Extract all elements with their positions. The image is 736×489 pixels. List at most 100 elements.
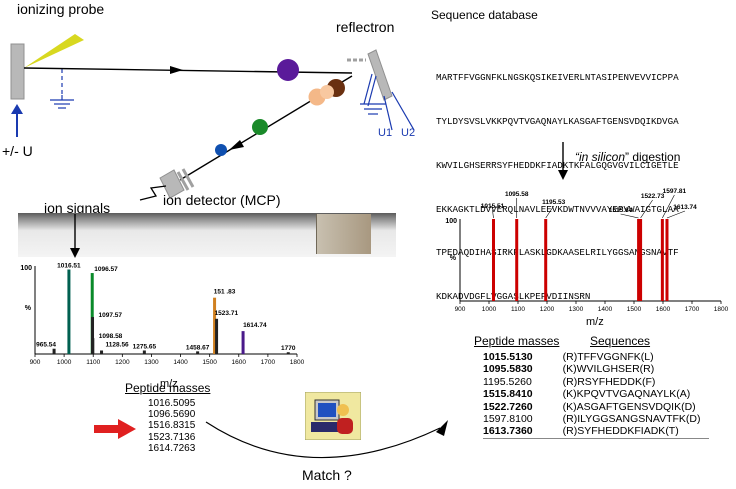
- reflectron-mirror: [367, 49, 393, 101]
- right-xlabel: m/z: [586, 316, 604, 328]
- x-tick-label: 1000: [482, 306, 497, 313]
- peak-bar: [90, 273, 94, 354]
- peak-label: 1016.51: [57, 263, 81, 270]
- signal-zigzag-icon: [139, 185, 167, 201]
- x-tick-label: 1300: [144, 359, 159, 366]
- peptide-table: 1015.5130 (R)TFFVGGNFK(L)1095.5830(K)WVIL…: [483, 351, 709, 439]
- ion-peach-2: [320, 85, 334, 99]
- table-row: 1597.8100(R)ILYGGSANGSNAVTFK(D): [483, 413, 709, 425]
- reflectron-label: reflectron: [336, 19, 395, 35]
- peak-label: 1275.65: [133, 343, 157, 350]
- peptide-mass-cell: 1597.8100: [483, 413, 533, 426]
- database-title: Sequence database: [431, 8, 538, 22]
- x-tick-label: 1500: [627, 306, 642, 313]
- table-row: 1195.5260 (R)RSYFHEDDK(F): [483, 376, 709, 388]
- peak-bar: [91, 317, 95, 354]
- probe-label: ionizing probe: [17, 1, 105, 17]
- computer-icon: [305, 392, 361, 440]
- photo-strip-box: [316, 214, 371, 254]
- peak-label: 1098.58: [99, 333, 123, 340]
- table-row: 1522.7260 (K)ASGAFTGENSVDQIK(D): [483, 401, 709, 413]
- peptide-mass-cell: 1613.7360: [483, 425, 541, 439]
- peak-label-line: [666, 210, 686, 219]
- peak-label: 1096.57: [94, 266, 118, 273]
- x-tick-label: 1200: [115, 359, 130, 366]
- peptide-mass-cell: 1095.5830: [483, 363, 533, 376]
- x-tick-label: 900: [455, 306, 466, 313]
- sequence-line: MARTFFVGGNFKLNGSKQSIKEIVERLNTASIPENVEVVI…: [436, 72, 679, 84]
- x-tick-label: 1600: [232, 359, 247, 366]
- peak-bar: [515, 219, 519, 301]
- peak-bar: [100, 350, 104, 354]
- x-tick-label: 1100: [86, 359, 100, 366]
- peak-label: 1770: [281, 345, 296, 352]
- match-curve: [205, 420, 448, 459]
- ion-blue: [215, 144, 227, 156]
- peak-bar: [142, 350, 146, 354]
- peptide-sequence-cell: (K)ASGAFTGENSVDQIK(D): [562, 400, 696, 413]
- peak-bar: [637, 219, 641, 301]
- digestion-label: “in silicon” digestion: [575, 150, 680, 164]
- sequence-line: EKKAGKTLDVVERQLNAVLEEVKDWTNVVVAYEPVWAIGT…: [436, 203, 679, 215]
- signals-label: ion signals: [44, 200, 111, 216]
- peak-bar: [665, 219, 669, 301]
- mass-value: 1096.5690: [148, 409, 196, 421]
- probe-laser-icon: [24, 34, 84, 68]
- left-xlabel: m/z: [160, 378, 178, 390]
- mass-value: 1516.8315: [148, 420, 196, 432]
- peptide-masses-header: Peptide masses: [125, 381, 211, 395]
- peak-bar: [639, 219, 643, 301]
- peak-label-line: [545, 205, 554, 219]
- ion-purple: [277, 59, 299, 81]
- mass-value: 1614.7263: [148, 442, 196, 454]
- peak-label: 1515.84: [609, 207, 633, 214]
- sequence-block: MARTFFVGGNFKLNGSKQSIKEIVERLNTASIPENVEVVI…: [436, 42, 679, 319]
- mass-value: 1016.5095: [148, 398, 196, 409]
- peptide-mass-cell: 1515.8410: [483, 388, 533, 401]
- peak-label: 1458.67: [186, 344, 210, 351]
- peak-label: 1015.51: [481, 203, 505, 210]
- y-max-label: 100: [20, 265, 32, 272]
- ground-icon: [50, 95, 74, 109]
- peak-label-line: [492, 209, 494, 219]
- x-tick-label: 1000: [57, 359, 72, 366]
- u1-label: U1: [378, 127, 393, 139]
- peak-label: 1523.71: [215, 310, 239, 317]
- peak-bar: [660, 219, 664, 301]
- x-tick-label: 1600: [656, 306, 671, 313]
- peak-bar: [52, 348, 56, 354]
- x-tick-label: 1300: [569, 306, 584, 313]
- table-row: 1515.8410(K)KPQVTVGAQNAYLK(A): [483, 388, 709, 400]
- table-row: 1095.5830(K)WVILGHSER(R): [483, 363, 709, 375]
- red-arrow-icon: [94, 419, 136, 439]
- peak-bar: [241, 331, 245, 354]
- peptide-sequence-cell: (R)RSYFHEDDK(F): [562, 375, 656, 388]
- peak-label-line: [662, 194, 675, 219]
- mass-value: 1523.7136: [148, 431, 196, 443]
- sequence-line: KDKADVDGFLVGGASLKPEFVDIINSRN: [436, 291, 591, 303]
- peak-bar: [286, 352, 290, 354]
- x-tick-label: 1700: [685, 306, 700, 313]
- peak-label: 1597.81: [663, 188, 687, 195]
- peak-label: 1095.58: [505, 191, 529, 198]
- peak-bar: [67, 269, 71, 354]
- ion-detector: [159, 168, 195, 199]
- peptide-sequence-cell: (R)TFFVGGNFK(L): [562, 351, 654, 363]
- x-tick-label: 1200: [540, 306, 555, 313]
- ion-green: [252, 119, 268, 135]
- peptide-mass-cell: 1195.5260: [483, 375, 532, 388]
- peak-bar: [215, 318, 219, 354]
- peptide-mass-cell: 1522.7260: [483, 400, 533, 413]
- peptide-mass-cell: 1015.5130: [483, 351, 533, 363]
- digestion-label-italic: “in silicon: [575, 150, 626, 164]
- peak-label: 1097.57: [99, 312, 123, 319]
- x-tick-label: 1800: [714, 306, 729, 313]
- y-max-label: 100: [445, 218, 457, 225]
- x-tick-label: 1100: [511, 306, 525, 313]
- voltage-label: +/- U: [2, 143, 33, 159]
- peak-label: 1522.73: [641, 193, 665, 200]
- signal-arrow-icon: [70, 214, 80, 258]
- detector-label: ion detector (MCP): [163, 192, 281, 208]
